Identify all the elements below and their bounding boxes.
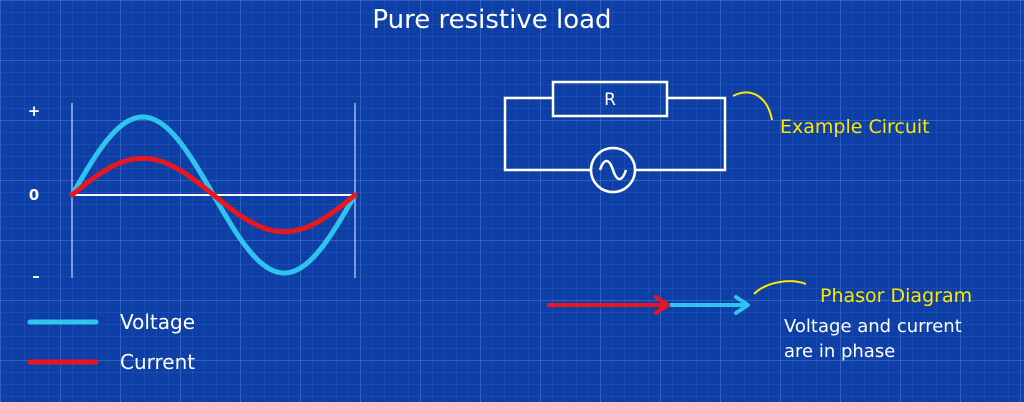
example-circuit-label: Example Circuit — [780, 116, 930, 138]
y-axis-plus-label: + — [28, 102, 41, 120]
circuit-wire — [503, 96, 727, 172]
phasor-diagram-label: Phasor Diagram — [820, 285, 972, 307]
circuit-label-pointer — [732, 91, 773, 121]
ac-sine-icon — [598, 159, 628, 181]
phasor-label-pointer — [753, 280, 807, 295]
current-phasor-arrowhead — [654, 295, 670, 315]
resistor-symbol — [551, 80, 669, 118]
current-waveform — [69, 155, 358, 235]
waveform-graph: + 0 – — [28, 102, 358, 285]
legend-current-label: Current — [120, 350, 195, 374]
phase-note-line1: Voltage and current — [784, 316, 962, 337]
resistor-label: R — [604, 90, 616, 110]
y-axis-minus-label: – — [32, 267, 40, 285]
page-title: Pure resistive load — [372, 5, 611, 35]
phasor-diagram: Phasor Diagram Voltage and current are i… — [547, 280, 972, 362]
y-axis-zero-label: 0 — [29, 186, 39, 204]
ac-source-symbol — [589, 146, 637, 194]
voltage-phasor-arrowhead — [734, 295, 750, 315]
legend-voltage-label: Voltage — [120, 310, 195, 334]
example-circuit: R Example Circuit — [503, 80, 930, 194]
phase-note-line2: are in phase — [784, 341, 895, 362]
legend: Voltage Current — [27, 310, 195, 374]
